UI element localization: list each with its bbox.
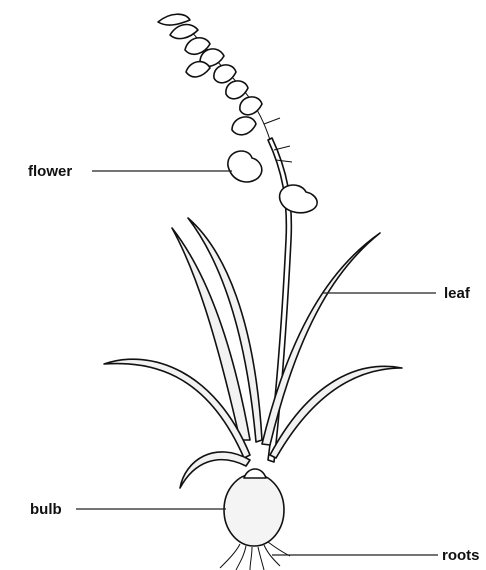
bulb-neck (244, 469, 266, 478)
bulb-label: bulb (30, 501, 62, 518)
flower-cluster (158, 14, 317, 213)
leaf-center-left (188, 218, 262, 442)
flower-label: flower (28, 163, 72, 180)
bulb-shape (224, 474, 284, 546)
roots-label: roots (442, 547, 480, 564)
leaf-label: leaf (444, 285, 471, 302)
leaf-right-low (270, 366, 402, 458)
